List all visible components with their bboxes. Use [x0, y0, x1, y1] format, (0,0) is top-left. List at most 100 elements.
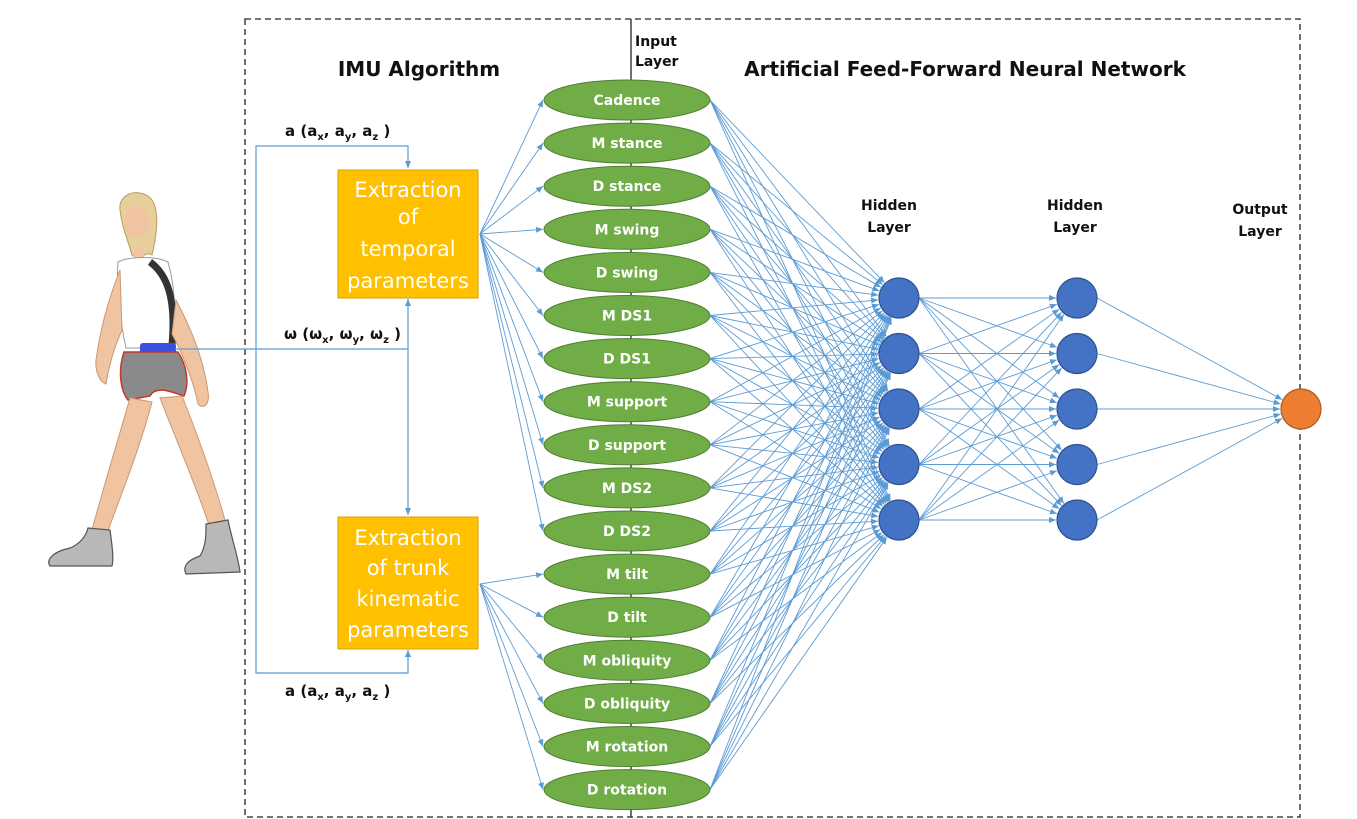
- edge-input-to-hidden1: [709, 99, 885, 284]
- edge-input-to-hidden1: [709, 99, 890, 447]
- edge-input-to-hidden1: [709, 535, 886, 747]
- edge-input-to-hidden1: [709, 371, 890, 704]
- input-node-m-swing: M swing: [543, 208, 711, 250]
- input-node-label: D DS2: [603, 524, 651, 540]
- hidden-layer-2-label-2: Layer: [1053, 220, 1097, 236]
- input-node-d-support: D support: [543, 424, 711, 466]
- edge-input-to-hidden1: [709, 480, 887, 704]
- edge-input-to-hidden1: [709, 479, 885, 661]
- edge-input-to-hidden1: [709, 481, 888, 747]
- edge-input-to-hidden1: [709, 416, 880, 489]
- edge-input-to-hidden1: [709, 303, 880, 360]
- edge-hidden1-to-hidden2: [918, 312, 1062, 465]
- input-node-shape: [543, 769, 711, 811]
- edge-hidden2-to-output: [1096, 417, 1283, 521]
- edge-input-to-hidden1: [709, 185, 884, 340]
- input-node-label: M DS2: [602, 481, 652, 497]
- input-node-shape: [543, 639, 711, 681]
- input-node-label: D rotation: [587, 783, 667, 799]
- edge-box-to-input: [479, 233, 544, 273]
- hidden-layer-1-nodes: [878, 277, 920, 541]
- trunk-box-line-4: parameters: [347, 618, 469, 642]
- edge-hidden2-to-output: [1096, 413, 1281, 465]
- edge-box-to-input: [479, 233, 544, 445]
- edge-input-to-hidden1: [709, 317, 892, 790]
- input-node-label: D DS1: [603, 352, 651, 368]
- edge-input-to-hidden1: [709, 185, 890, 502]
- input-node-d-stance: D stance: [543, 165, 711, 207]
- output-layer-label-2: Layer: [1238, 224, 1282, 240]
- input-node-label: M rotation: [586, 740, 669, 756]
- edge-input-to-hidden1: [709, 271, 879, 298]
- edge-input-to-hidden1: [709, 272, 885, 450]
- edge-input-to-hidden1: [709, 464, 879, 489]
- input-node-shape: [543, 553, 711, 595]
- edge-input-to-hidden1: [709, 297, 879, 316]
- edge-input-to-hidden1: [709, 427, 891, 790]
- edge-input-to-hidden1: [709, 307, 881, 403]
- edge-input-to-hidden1: [709, 310, 883, 446]
- input-node-m-tilt: M tilt: [543, 553, 711, 595]
- edge-box-to-input: [479, 583, 544, 618]
- acc-signal-bottom-label: a (ax, ay, az ): [285, 682, 390, 703]
- input-node-m-ds2: M DS2: [543, 467, 711, 509]
- input-node-shape: [543, 424, 711, 466]
- imu-algorithm-title: IMU Algorithm: [338, 57, 500, 81]
- input-node-shape: [543, 682, 711, 724]
- hidden1-node-2: [878, 332, 920, 375]
- input-node-label: D obliquity: [584, 696, 670, 712]
- edge-input-to-hidden1: [709, 401, 880, 459]
- edge-input-to-hidden1: [709, 422, 884, 575]
- edge-input-to-hidden1: [709, 142, 886, 339]
- edge-box-to-input: [479, 233, 544, 359]
- input-node-label: D swing: [596, 265, 659, 281]
- edge-input-to-hidden1: [709, 315, 889, 618]
- edge-input-to-hidden1: [709, 185, 888, 448]
- edge-input-to-hidden1: [709, 229, 888, 503]
- edge-input-to-hidden1: [709, 482, 889, 790]
- edge-input-to-hidden1: [709, 370, 888, 618]
- input-node-shape: [543, 122, 711, 164]
- edge-hidden1-to-hidden2: [918, 364, 1060, 465]
- edge-box-to-input: [479, 226, 544, 235]
- edge-hidden2-to-output: [1096, 297, 1283, 401]
- edge-input-to-hidden1: [709, 142, 884, 286]
- edge-input-to-hidden1: [709, 315, 879, 351]
- edge-input-to-hidden1: [709, 358, 879, 405]
- edge-box-to-input: [479, 583, 544, 790]
- edge-input-to-hidden1: [709, 518, 879, 532]
- input-node-shape: [543, 295, 711, 336]
- input-node-shape: [543, 79, 711, 121]
- trunk-extraction-box: Extraction of trunk kinematic parameters: [337, 516, 479, 650]
- edge-hidden1-to-hidden2: [918, 353, 1058, 404]
- hidden1-node-4: [878, 443, 920, 486]
- edge-input-to-hidden1: [709, 470, 880, 532]
- edge-input-to-hidden1: [709, 477, 883, 618]
- input-node-shape: [543, 726, 711, 767]
- edge-box-to-input: [479, 99, 544, 235]
- edge-hidden1-to-hidden2: [918, 359, 1058, 410]
- input-node-label: Cadence: [594, 93, 661, 109]
- input-node-label: M DS1: [602, 309, 652, 325]
- edge-box-to-input: [479, 233, 545, 532]
- input-node-label: M swing: [595, 222, 660, 238]
- edge-hidden1-to-hidden2: [918, 408, 1060, 510]
- input-node-m-stance: M stance: [543, 122, 711, 164]
- temporal-box-line-2: of: [398, 205, 419, 229]
- output-layer-nodes: [1280, 388, 1322, 430]
- trunk-box-line-1: Extraction: [354, 526, 461, 550]
- input-node-d-ds1: D DS1: [543, 338, 711, 380]
- edge-input-to-hidden1: [709, 532, 883, 661]
- hidden1-node-3: [878, 388, 920, 430]
- edge-input-to-hidden1: [709, 534, 885, 704]
- edge-input-to-hidden1: [709, 367, 885, 532]
- edge-input-to-hidden1: [709, 315, 881, 401]
- edge-input-to-hidden1: [709, 444, 879, 465]
- edge-input-to-hidden1: [709, 99, 887, 337]
- input-node-label: M obliquity: [583, 653, 672, 669]
- edge-hidden1-to-hidden2: [918, 470, 1058, 521]
- edge-input-to-hidden1: [709, 444, 880, 513]
- edge-input-to-hidden1: [709, 315, 888, 575]
- edge-box-to-input: [479, 583, 544, 747]
- input-node-d-rotation: D rotation: [543, 769, 711, 811]
